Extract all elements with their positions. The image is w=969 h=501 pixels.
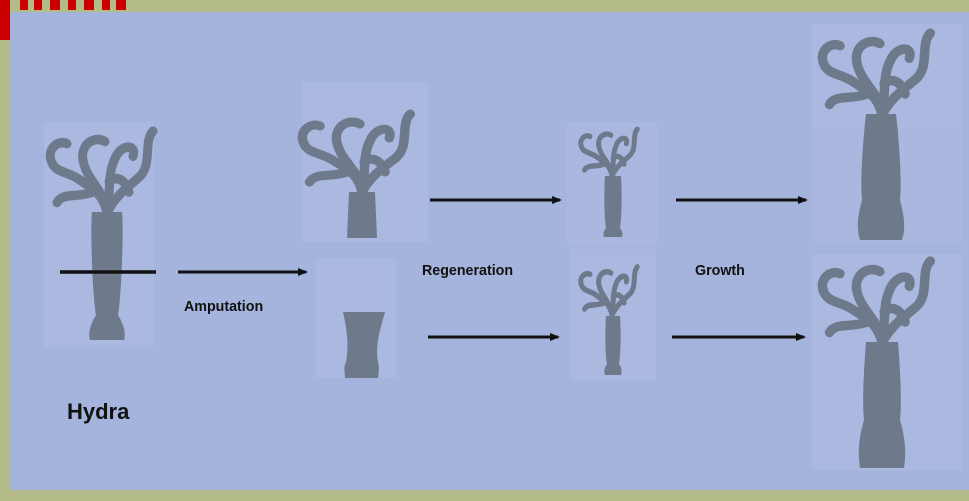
hydra-original [50, 131, 153, 340]
regeneration-label: Regeneration [422, 262, 514, 279]
amputation-label: Amputation [184, 298, 264, 315]
hydra-regenerated-top [581, 129, 638, 237]
hydra-bottom-fragment [343, 312, 385, 378]
corner-logo [0, 0, 126, 40]
hydra-grown-bottom [822, 261, 930, 468]
organism-label: Hydra [67, 399, 130, 424]
hydra-grown-top [822, 33, 930, 240]
hydra-top-fragment [302, 114, 410, 238]
growth-label: Growth [695, 262, 745, 279]
diagram-panel [10, 12, 969, 490]
hydra-regenerated-bottom [581, 267, 638, 375]
